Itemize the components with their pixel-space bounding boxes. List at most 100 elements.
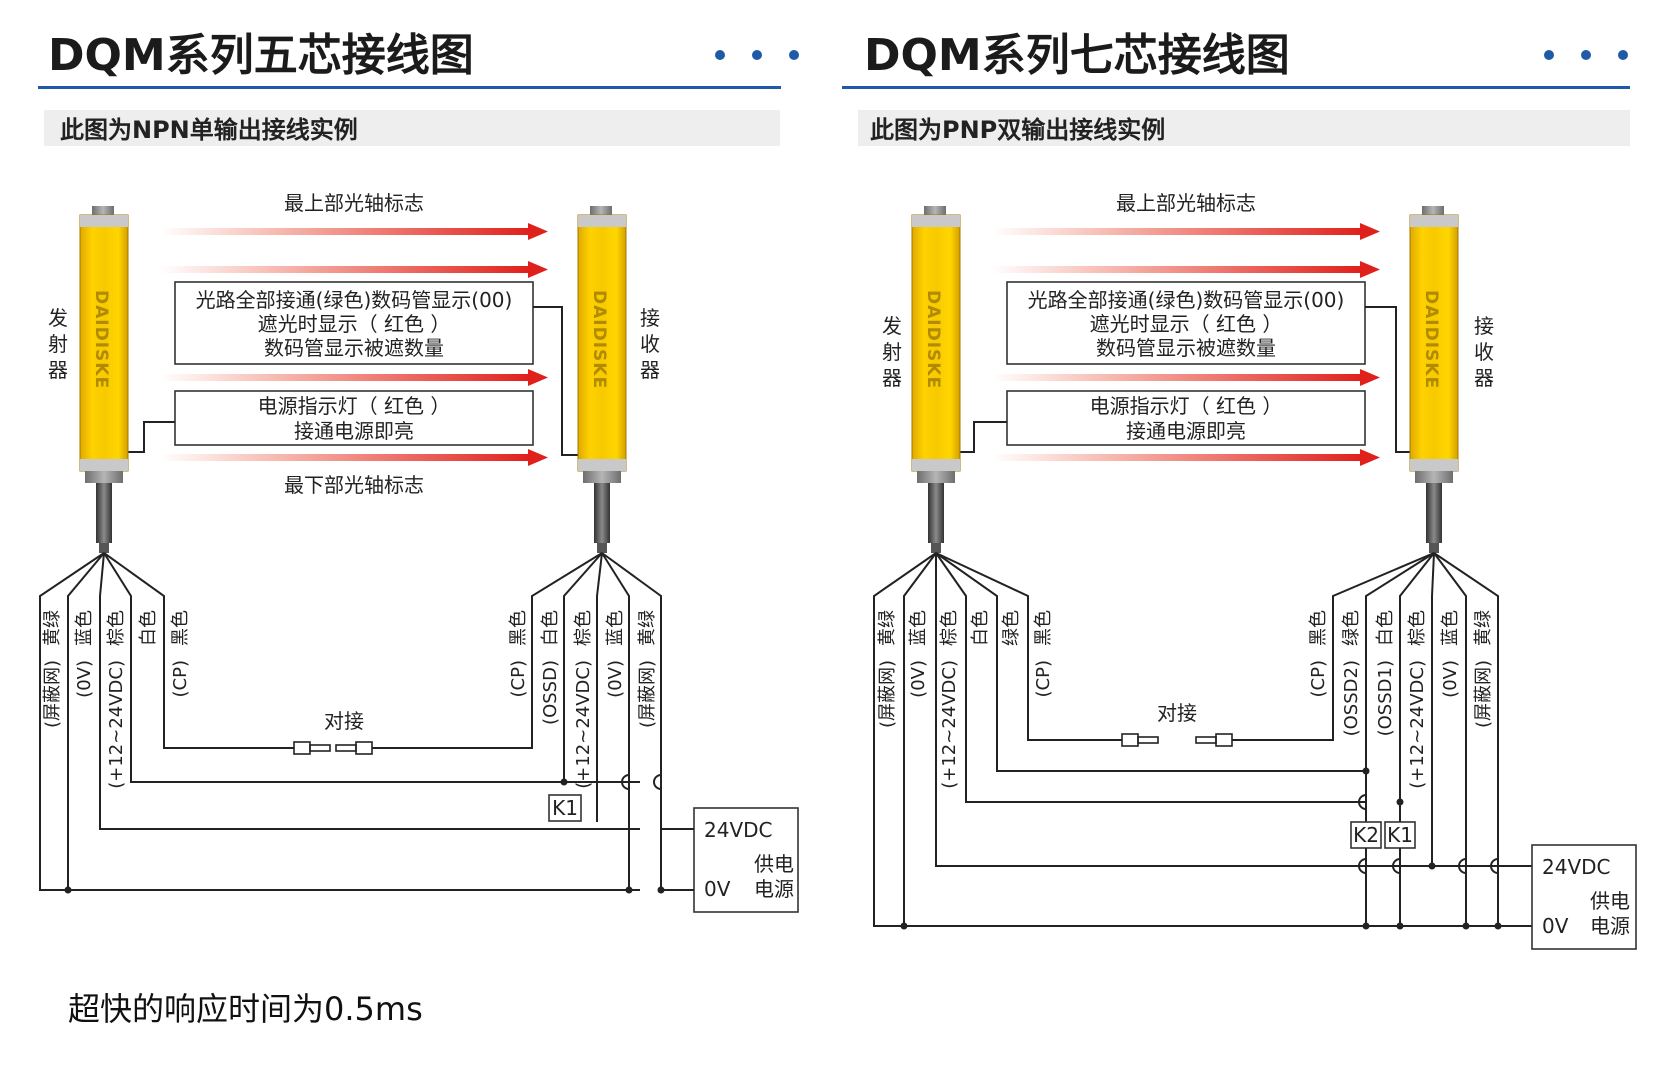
- svg-text:(0V): (0V): [908, 660, 929, 698]
- svg-text:射: 射: [48, 332, 68, 356]
- supply-0v: 0V: [704, 877, 731, 901]
- svg-text:(屏蔽网): (屏蔽网): [42, 660, 63, 728]
- svg-text:棕色: 棕色: [573, 610, 594, 646]
- svg-text:接: 接: [1474, 314, 1494, 338]
- subtitle-band: [44, 110, 780, 146]
- info-line-2: 遮光时显示（ 红色 ）: [258, 312, 451, 336]
- panel-five-core: DQM系列五芯接线图 此图为NPN单输出接线实例 最上部光轴标志 最下部光轴标志…: [38, 30, 799, 913]
- svg-text:(0V): (0V): [605, 660, 626, 698]
- info-leader-line: [1365, 306, 1410, 453]
- emitter-bar: DAIDISKE: [911, 206, 961, 553]
- display-info-box: [1006, 281, 1366, 365]
- power-indicator-box: [1006, 390, 1366, 446]
- connect-label: 对接: [1157, 701, 1197, 725]
- bottom-axis-label: 最下部光轴标志: [284, 473, 424, 497]
- svg-text:器: 器: [1474, 366, 1494, 390]
- title-underline: [38, 86, 781, 89]
- power-leader-line: [128, 421, 175, 453]
- receiver-brand: DAIDISKE: [1421, 290, 1441, 389]
- panel-title: DQM系列五芯接线图: [48, 30, 474, 81]
- svg-text:(+12~24VDC): (+12~24VDC): [106, 660, 127, 789]
- svg-text:(CP): (CP): [508, 660, 529, 697]
- panel-title: DQM系列七芯接线图: [864, 30, 1290, 81]
- rx-wire-labels: 黑色 (CP) 绿色 (OSSD2) 白色 (OSSD1) 棕色 (+12~24…: [1308, 610, 1494, 789]
- svg-text:蓝色: 蓝色: [908, 610, 929, 646]
- svg-text:棕色: 棕色: [106, 610, 127, 646]
- svg-text:(OSSD): (OSSD): [540, 660, 561, 725]
- svg-text:(+12~24VDC): (+12~24VDC): [939, 660, 960, 789]
- supply-24v: 24VDC: [704, 818, 773, 842]
- svg-text:(+12~24VDC): (+12~24VDC): [1407, 660, 1428, 789]
- svg-text:(OSSD1): (OSSD1): [1375, 660, 1396, 736]
- svg-text:白色: 白色: [970, 610, 991, 646]
- svg-text:收: 收: [1474, 340, 1494, 364]
- svg-text:器: 器: [640, 358, 660, 382]
- wiring-lines: [873, 552, 1532, 930]
- info-leader-line: [533, 306, 578, 456]
- panel-seven-core: DQM系列七芯接线图 此图为PNP双输出接线实例 最上部光轴标志 光路全部接通(…: [842, 30, 1637, 950]
- svg-text:(+12~24VDC): (+12~24VDC): [573, 660, 594, 789]
- power-line-2: 接通电源即亮: [294, 419, 414, 443]
- receiver-brand: DAIDISKE: [589, 290, 609, 389]
- connect-label: 对接: [324, 709, 364, 733]
- receiver-bar: DAIDISKE: [577, 206, 627, 553]
- emitter-bar: DAIDISKE: [79, 206, 129, 553]
- svg-text:黑色: 黑色: [1033, 610, 1054, 646]
- svg-text:黄绿: 黄绿: [877, 610, 898, 646]
- svg-text:器: 器: [48, 358, 68, 382]
- light-beam-arrows: [992, 223, 1380, 466]
- emitter-brand: DAIDISKE: [91, 290, 111, 389]
- footer-note: 超快的响应时间为0.5ms: [68, 990, 423, 1028]
- svg-text:(CP): (CP): [170, 660, 191, 697]
- emitter-brand: DAIDISKE: [923, 290, 943, 389]
- power-indicator-box: [174, 390, 534, 446]
- receiver-label: 接 收 器: [1474, 314, 1494, 390]
- svg-text:(屏蔽网): (屏蔽网): [1473, 660, 1494, 728]
- power-line-2: 接通电源即亮: [1126, 419, 1246, 443]
- svg-text:发: 发: [882, 314, 902, 338]
- svg-text:黄绿: 黄绿: [42, 610, 63, 646]
- supply-name-2: 电源: [1590, 914, 1630, 938]
- info-line-1: 光路全部接通(绿色)数码管显示(00): [196, 288, 513, 312]
- supply-24v: 24VDC: [1542, 855, 1611, 879]
- svg-text:接: 接: [640, 306, 660, 330]
- receiver-bar: DAIDISKE: [1409, 206, 1459, 553]
- relay-k1-label: K1: [1387, 823, 1413, 847]
- subtitle-band: [858, 110, 1630, 146]
- title-dots: [1544, 50, 1628, 60]
- rx-wire-labels: 黑色 (CP) 白色 (OSSD) 棕色 (+12~24VDC) 蓝色 (0V)…: [508, 610, 658, 789]
- receiver-label: 接 收 器: [640, 306, 660, 382]
- svg-text:黑色: 黑色: [1308, 610, 1329, 646]
- svg-text:(0V): (0V): [1440, 660, 1461, 698]
- panel-subtitle: 此图为NPN单输出接线实例: [60, 116, 358, 144]
- svg-text:白色: 白色: [138, 610, 159, 646]
- light-beam-arrows: [160, 223, 548, 466]
- info-line-3: 数码管显示被遮数量: [1096, 336, 1276, 360]
- tx-wire-labels: 黄绿 (屏蔽网) 蓝色 (0V) 棕色 (+12~24VDC) 白色 黑色 (C…: [42, 610, 191, 789]
- title-underline: [842, 86, 1630, 89]
- emitter-label: 发 射 器: [882, 314, 902, 390]
- svg-text:射: 射: [882, 340, 902, 364]
- svg-text:(屏蔽网): (屏蔽网): [637, 660, 658, 728]
- svg-text:绿色: 绿色: [1341, 610, 1362, 646]
- svg-text:蓝色: 蓝色: [74, 610, 95, 646]
- power-supply-box: [693, 807, 799, 913]
- title-dots: [715, 50, 799, 60]
- svg-text:绿色: 绿色: [1001, 610, 1022, 646]
- wiring-lines: [39, 552, 665, 894]
- top-axis-label: 最上部光轴标志: [1116, 191, 1256, 215]
- svg-text:(CP): (CP): [1033, 660, 1054, 697]
- svg-text:(CP): (CP): [1308, 660, 1329, 697]
- svg-text:器: 器: [882, 366, 902, 390]
- panel-subtitle: 此图为PNP双输出接线实例: [870, 116, 1165, 144]
- supply-name-1: 供电: [1590, 889, 1630, 913]
- svg-text:收: 收: [640, 332, 660, 356]
- display-info-box: [174, 281, 534, 365]
- power-leader-line: [960, 421, 1007, 453]
- info-line-3: 数码管显示被遮数量: [264, 336, 444, 360]
- svg-text:(OSSD2): (OSSD2): [1341, 660, 1362, 736]
- svg-text:发: 发: [48, 306, 68, 330]
- relay-k1-label: K1: [552, 796, 578, 820]
- relay-k2-label: K2: [1353, 823, 1379, 847]
- svg-text:黄绿: 黄绿: [637, 610, 658, 646]
